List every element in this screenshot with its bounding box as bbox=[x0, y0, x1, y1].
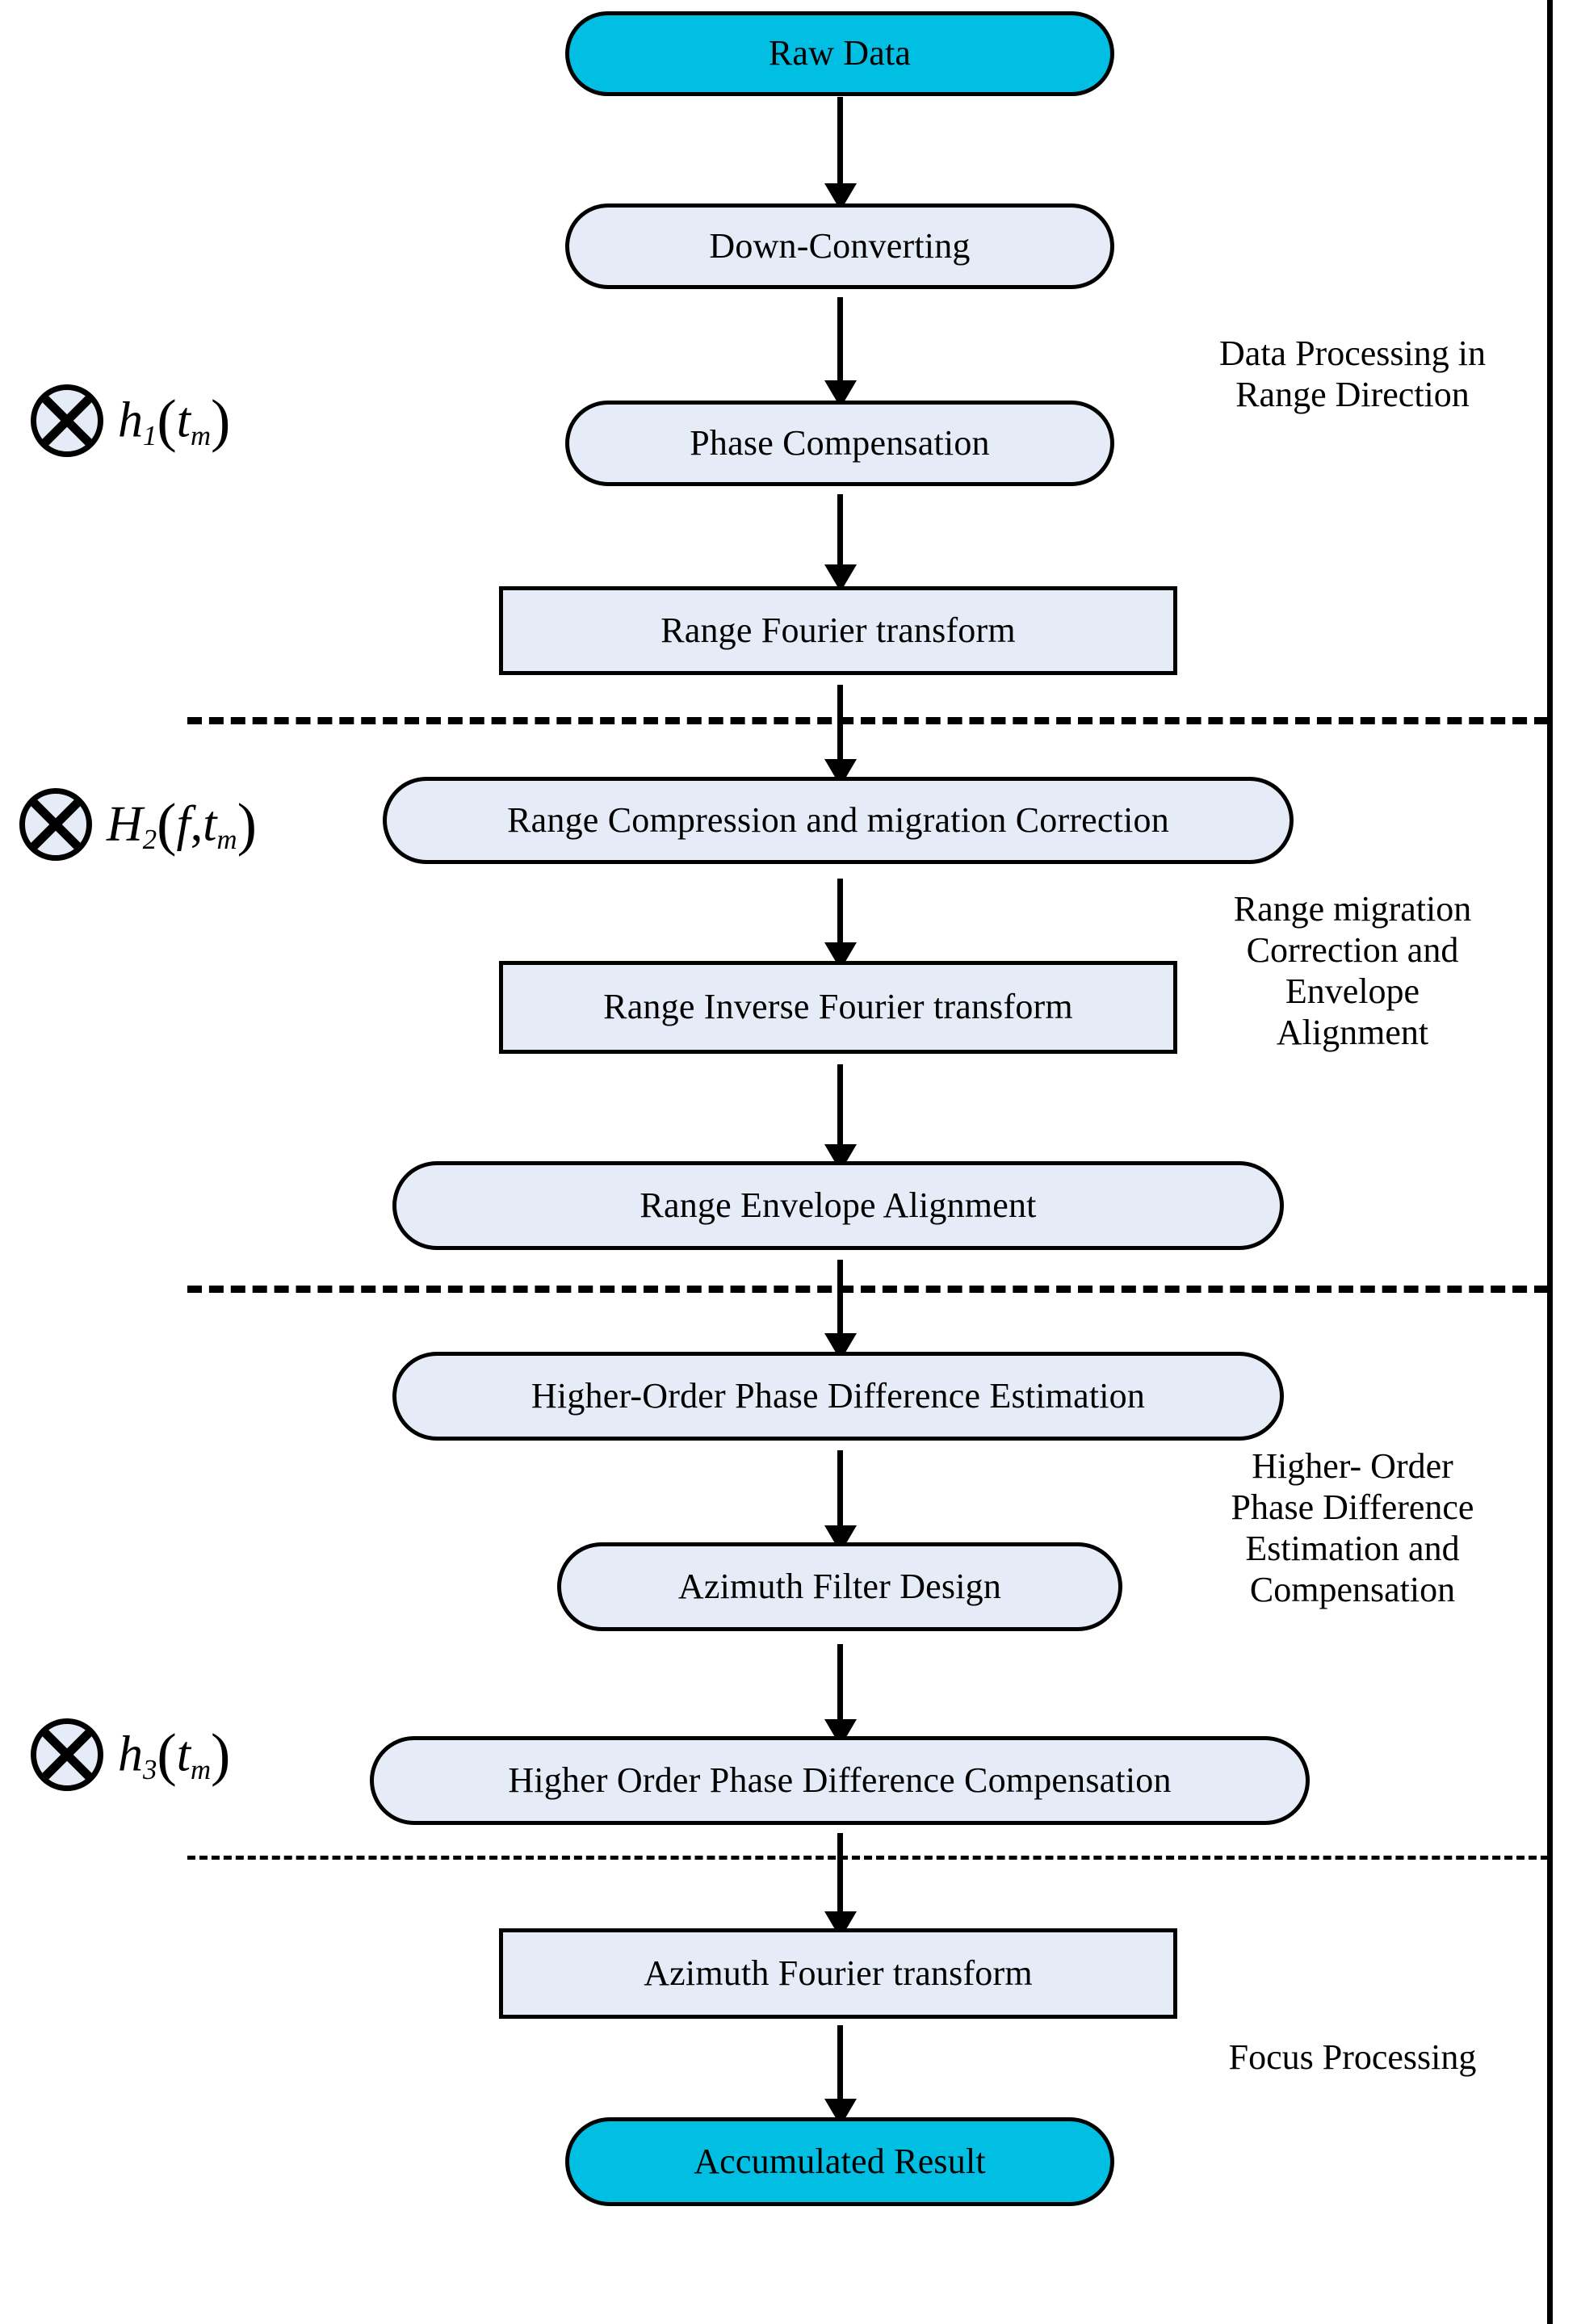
node-higher-order-phase-difference-compensation[interactable]: Higher Order Phase Difference Compensati… bbox=[370, 1736, 1310, 1825]
arrow-compensation-to-azimuthfft bbox=[837, 1833, 843, 1936]
stage-caption-range-processing: Data Processing in Range Direction bbox=[1219, 333, 1486, 415]
arrow-compression-to-ifft bbox=[837, 879, 843, 967]
node-higher-order-phase-difference-estimation-label: Higher-Order Phase Difference Estimation bbox=[530, 1375, 1146, 1416]
node-accumulated-result-label: Accumulated Result bbox=[694, 2141, 986, 2181]
node-azimuth-filter-design[interactable]: Azimuth Filter Design bbox=[557, 1542, 1122, 1631]
node-range-fourier-transform-label: Range Fourier transform bbox=[660, 610, 1016, 650]
node-range-inverse-fourier-transform-label: Range Inverse Fourier transform bbox=[603, 987, 1073, 1027]
arrow-azimuthfft-to-result bbox=[837, 2025, 843, 2124]
arrow-estimation-to-azimuthfilter bbox=[837, 1450, 843, 1550]
convolution-icon bbox=[31, 384, 103, 457]
section-divider-3 bbox=[187, 1856, 1549, 1860]
node-raw-data-label: Raw Data bbox=[768, 33, 912, 73]
node-down-converting[interactable]: Down-Converting bbox=[565, 203, 1114, 289]
node-range-envelope-alignment-label: Range Envelope Alignment bbox=[640, 1185, 1037, 1225]
arrow-raw-to-downconverting bbox=[837, 97, 843, 208]
annotation-conv-h1: h1(tm) bbox=[31, 384, 230, 457]
section-divider-1 bbox=[187, 717, 1549, 724]
arrow-envelope-to-estimation bbox=[837, 1260, 843, 1358]
annotation-conv-h3: h3(tm) bbox=[31, 1718, 230, 1791]
node-range-compression[interactable]: Range Compression and migration Correcti… bbox=[383, 777, 1294, 864]
stage-caption-focus-processing: Focus Processing bbox=[1228, 2037, 1477, 2077]
formula-h3: h3(tm) bbox=[118, 1722, 231, 1788]
arrow-downconverting-to-phase bbox=[837, 297, 843, 405]
node-higher-order-phase-difference-compensation-label: Higher Order Phase Difference Compensati… bbox=[508, 1760, 1172, 1800]
formula-h2: H2(f,tm) bbox=[107, 791, 257, 858]
stage-caption-range-migration: Range migration Correction and Envelope … bbox=[1233, 889, 1472, 1053]
node-raw-data[interactable]: Raw Data bbox=[565, 11, 1114, 96]
node-phase-compensation[interactable]: Phase Compensation bbox=[565, 401, 1114, 486]
arrow-rangefft-to-compression bbox=[837, 685, 843, 784]
convolution-icon bbox=[19, 788, 92, 861]
node-range-compression-label: Range Compression and migration Correcti… bbox=[507, 799, 1169, 840]
annotation-conv-h2: H2(f,tm) bbox=[19, 788, 257, 861]
node-azimuth-fourier-transform-label: Azimuth Fourier transform bbox=[644, 1953, 1033, 1993]
arrow-azimuthfilter-to-compensation bbox=[837, 1644, 843, 1744]
node-phase-compensation-label: Phase Compensation bbox=[690, 422, 990, 463]
node-down-converting-label: Down-Converting bbox=[709, 225, 971, 266]
node-higher-order-phase-difference-estimation[interactable]: Higher-Order Phase Difference Estimation bbox=[392, 1352, 1284, 1441]
arrow-phase-to-rangefft bbox=[837, 494, 843, 589]
convolution-icon bbox=[31, 1718, 103, 1791]
right-frame-line bbox=[1547, 0, 1553, 2324]
node-range-inverse-fourier-transform[interactable]: Range Inverse Fourier transform bbox=[499, 961, 1177, 1054]
arrow-ifft-to-envelope bbox=[837, 1064, 843, 1169]
node-range-envelope-alignment[interactable]: Range Envelope Alignment bbox=[392, 1161, 1284, 1250]
node-azimuth-filter-design-label: Azimuth Filter Design bbox=[677, 1566, 1002, 1606]
formula-h1: h1(tm) bbox=[118, 388, 231, 454]
node-range-fourier-transform[interactable]: Range Fourier transform bbox=[499, 586, 1177, 675]
section-divider-2 bbox=[187, 1286, 1549, 1293]
node-azimuth-fourier-transform[interactable]: Azimuth Fourier transform bbox=[499, 1928, 1177, 2019]
stage-caption-higher-order: Higher- Order Phase Difference Estimatio… bbox=[1231, 1446, 1474, 1610]
node-accumulated-result[interactable]: Accumulated Result bbox=[565, 2117, 1114, 2206]
